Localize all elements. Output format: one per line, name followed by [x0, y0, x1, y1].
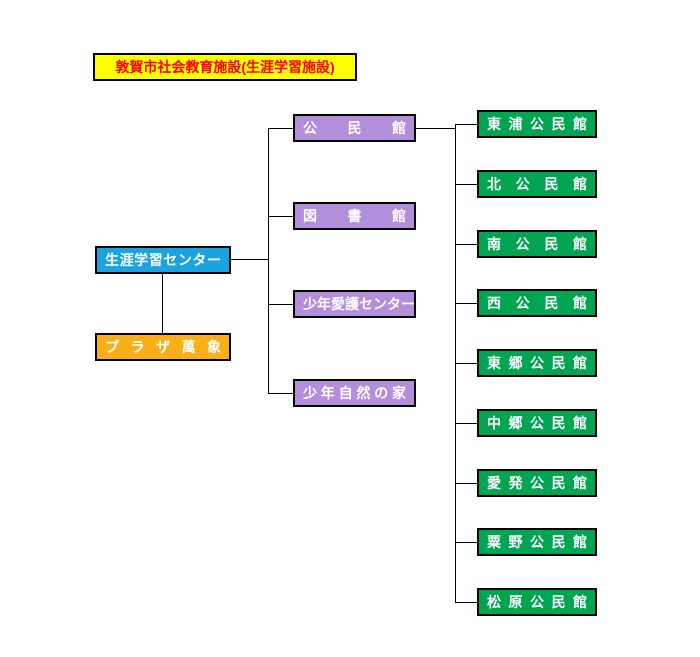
- branch-node-youth-protection-center: 少年愛護センター: [293, 290, 416, 318]
- connector-to-leaf-6: [455, 423, 477, 424]
- connector-to-branch-1: [268, 128, 293, 129]
- connector-to-leaf-5: [455, 363, 477, 364]
- chart-title: 敦賀市社会教育施設(生涯学習施設): [93, 53, 357, 81]
- connector-to-branch-2: [268, 216, 293, 217]
- leaf-node-kita-kouminkan: 北公民館: [477, 170, 597, 198]
- connector-root-to-attachment: [162, 274, 163, 333]
- connector-to-leaf-1: [455, 124, 477, 125]
- connector-branch-to-leaf-trunk: [416, 128, 455, 129]
- connector-to-branch-3: [268, 304, 293, 305]
- leaf-node-minami-kouminkan: 南公民館: [477, 230, 597, 258]
- leaf-node-chugo-kouminkan: 中郷公民館: [477, 409, 597, 437]
- connector-to-leaf-8: [455, 542, 477, 543]
- leaf-node-matsubara-kouminkan: 松原公民館: [477, 588, 597, 616]
- branch-node-youth-nature-house: 少年自然の家: [293, 379, 416, 407]
- connector-to-leaf-9: [455, 602, 477, 603]
- leaf-node-higashiura-kouminkan: 東浦公民館: [477, 110, 597, 138]
- connector-to-leaf-7: [455, 483, 477, 484]
- connector-branch-trunk: [268, 128, 269, 394]
- connector-to-leaf-2: [455, 184, 477, 185]
- connector-to-branch-4: [268, 393, 293, 394]
- attachment-node-plaza-bansho: プラザ萬象: [95, 333, 231, 361]
- leaf-node-awano-kouminkan: 粟野公民館: [477, 528, 597, 556]
- leaf-node-arachi-kouminkan: 愛発公民館: [477, 469, 597, 497]
- connector-root-to-trunk: [231, 259, 268, 260]
- branch-node-kouminkan: 公民館: [293, 114, 416, 142]
- leaf-node-togo-kouminkan: 東郷公民館: [477, 349, 597, 377]
- branch-node-library: 図書館: [293, 202, 416, 230]
- connector-to-leaf-3: [455, 244, 477, 245]
- root-node-lifelong-learning-center: 生涯学習センター: [95, 246, 231, 274]
- leaf-node-nishi-kouminkan: 西公民館: [477, 289, 597, 317]
- connector-to-leaf-4: [455, 303, 477, 304]
